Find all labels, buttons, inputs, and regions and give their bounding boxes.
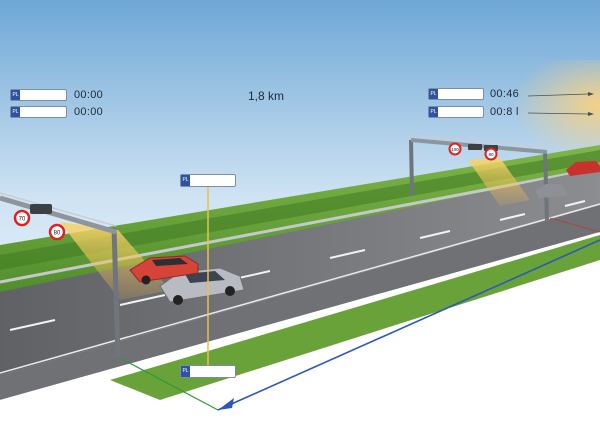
left-time-2: 00:00 [74,106,104,118]
left-sign-1: 70 [13,209,31,227]
arrow-line-1 [527,93,589,97]
road-far-lanes [0,168,600,375]
arrow-line-2 [527,112,589,115]
right-sign-1: 100 [448,142,462,156]
eu-flag-badge: PL [181,366,190,377]
eu-flag-badge: PL [429,107,438,117]
distant-red-car [566,161,600,176]
left-gantry [0,192,121,359]
eu-flag-badge: PL [11,90,20,100]
near-grass [110,235,600,400]
eu-flag-badge: PL [11,107,20,117]
silver-car [159,267,245,305]
red-car [129,255,199,285]
left-sign-1-text: 70 [19,217,26,223]
left-sign-2-text: 80 [54,231,61,237]
left-plate-2: PL [10,106,67,118]
vehicle-tag-top: PL [180,174,236,187]
left-sign-2: 80 [48,223,66,241]
green-measure-line [119,357,219,411]
right-sign-2: 80 [484,147,498,161]
right-plate-2: PL [428,106,484,118]
road-near-lanes [0,205,600,400]
eu-flag-badge: PL [429,89,438,99]
vehicle-tag-bottom: PL [180,365,236,378]
right-camera-beam [468,158,530,206]
right-plate-1: PL [428,88,484,100]
red-measure-line [549,217,600,233]
distance-label: 1,8 km [248,89,285,103]
eu-flag-badge: PL [181,175,190,186]
left-time-1: 00:00 [74,89,104,101]
blue-measure-line [217,239,600,411]
bushes [0,150,600,270]
right-sign-1-text: 100 [451,147,459,152]
left-plate-1: PL [10,89,67,101]
blue-arrow-head [218,398,234,410]
right-sign-2-text: 80 [488,152,494,157]
distant-grey-car [536,184,566,198]
right-time-2: 00:8 l [490,106,519,118]
right-time-1: 00:46 [490,88,520,100]
